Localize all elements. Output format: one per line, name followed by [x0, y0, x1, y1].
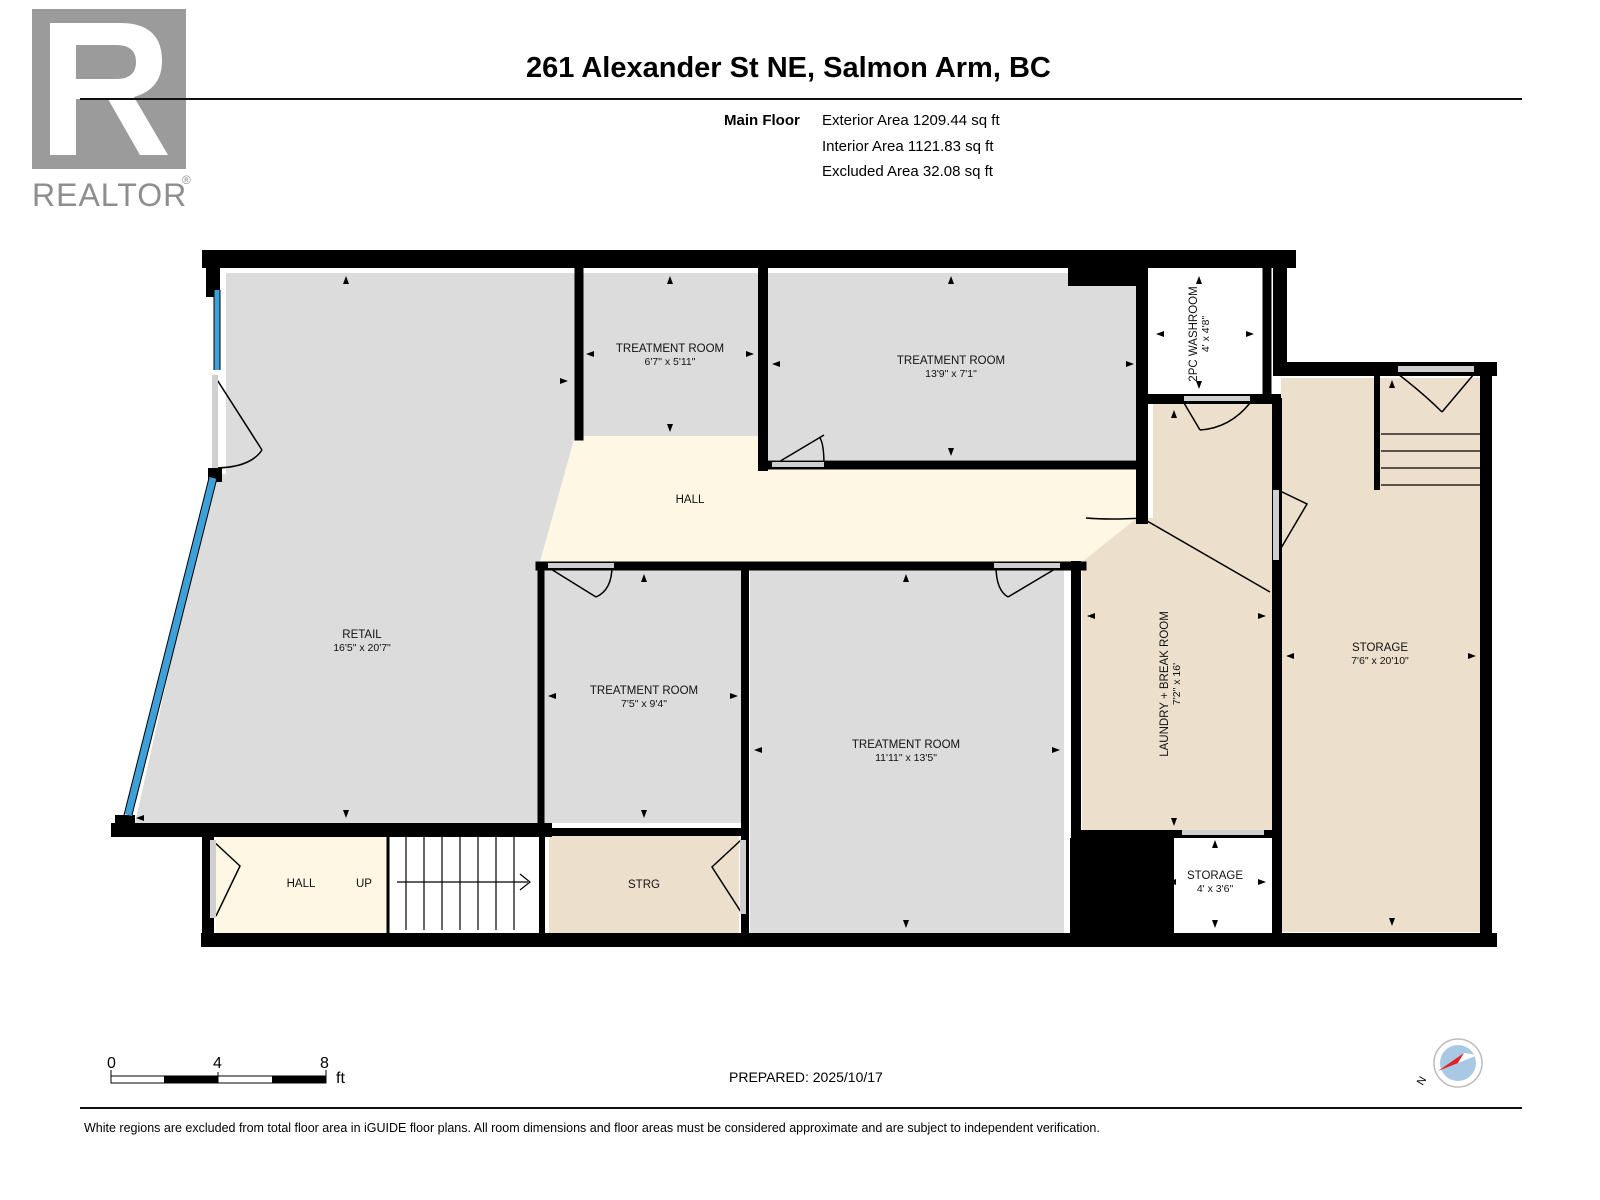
header-rule — [80, 98, 1522, 100]
retail-label: RETAIL — [342, 629, 382, 641]
doors — [211, 373, 1475, 917]
realtor-logo: REALTOR ® — [32, 9, 202, 213]
laundry-label: LAUNDRY + BREAK ROOM — [1159, 611, 1171, 757]
storage-large-label: STORAGE — [1352, 642, 1408, 654]
retail-dims: 16'5" x 20'7" — [333, 642, 391, 654]
compass-icon — [1433, 1038, 1483, 1088]
stairs — [397, 433, 1480, 930]
treatment-room-3 — [544, 570, 742, 823]
stairs-up-label: UP — [356, 878, 372, 890]
windows — [123, 290, 221, 816]
wall-block-corner — [115, 815, 135, 835]
hall-lower-label: HALL — [287, 878, 316, 890]
registered-mark: ® — [182, 173, 191, 187]
storage-small-dims: 4' x 3'6" — [1197, 883, 1234, 895]
wall-block-se — [1070, 838, 1174, 938]
treatment-room-3-dims: 7'5" x 9'4" — [621, 698, 667, 710]
treatment-room-2-label: TREATMENT ROOM — [897, 355, 1005, 367]
washroom-label: 2PC WASHROOM — [1188, 286, 1200, 381]
scale-label-0: 0 — [107, 1055, 116, 1072]
exterior-area: Exterior Area 1209.44 sq ft — [822, 112, 1000, 129]
washroom-room — [1152, 269, 1256, 393]
washroom-dims: 4' x 4'8" — [1200, 316, 1212, 353]
storage-small-room — [1165, 838, 1270, 933]
storage-small-label: STORAGE — [1187, 870, 1243, 882]
interior-area: Interior Area 1121.83 sq ft — [822, 138, 994, 155]
storage-large-room — [1281, 378, 1480, 932]
laundry-break-room — [1082, 403, 1272, 830]
hall-main-label: HALL — [676, 494, 705, 506]
dimension-arrows — [136, 276, 1476, 928]
treatment-room-1 — [583, 273, 758, 436]
realtor-logo-mark — [32, 9, 186, 169]
logo-r-icon — [50, 23, 168, 155]
prepared-date: PREPARED: 2025/10/17 — [729, 1069, 883, 1085]
treatment-room-1-dims: 6'7" x 5'11" — [645, 356, 696, 368]
strg-label: STRG — [628, 879, 660, 891]
wall-block-ne — [1068, 266, 1142, 286]
treatment-room-2 — [768, 273, 1137, 460]
floor-label: Main Floor — [724, 112, 800, 129]
scale-label-8: 8 — [320, 1055, 329, 1072]
stairs-lower — [390, 836, 538, 933]
scale-bar — [110, 1070, 327, 1084]
strg-room — [549, 836, 739, 933]
treatment-room-1-label: TREATMENT ROOM — [616, 343, 724, 355]
scale-unit: ft — [336, 1070, 345, 1087]
treatment-room-4-dims: 11'11" x 13'5" — [875, 752, 937, 764]
treatment-room-2-dims: 13'9" x 7'1" — [925, 368, 977, 380]
treatment-room-4-label: TREATMENT ROOM — [852, 739, 960, 751]
excluded-area: Excluded Area 32.08 sq ft — [822, 163, 993, 180]
treatment-room-3-label: TREATMENT ROOM — [590, 685, 698, 697]
retail-room — [135, 273, 575, 823]
treatment-room-4 — [750, 570, 1064, 933]
compass: N — [1415, 1035, 1484, 1095]
storage-large-dims: 7'6" x 20'10" — [1351, 655, 1409, 667]
footer-rule — [80, 1107, 1522, 1109]
hall-main — [540, 436, 1137, 562]
scale-label-4: 4 — [213, 1055, 222, 1072]
realtor-logo-text: REALTOR — [32, 177, 188, 213]
door-frames — [210, 366, 1474, 918]
hall-lower — [216, 836, 390, 933]
laundry-dims: 7'2" x 16' — [1171, 663, 1183, 705]
disclaimer: White regions are excluded from total fl… — [84, 1121, 1100, 1135]
page-title: 261 Alexander St NE, Salmon Arm, BC — [526, 52, 1051, 84]
